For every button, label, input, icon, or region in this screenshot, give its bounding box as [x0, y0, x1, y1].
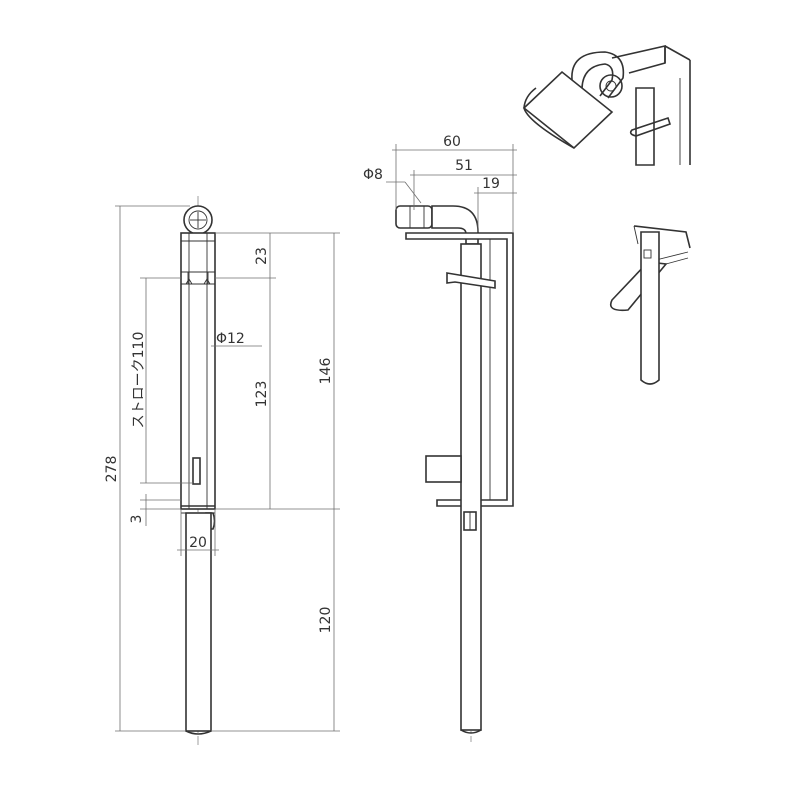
bolt-body — [180, 232, 216, 510]
dim-phi-12: Φ12 — [216, 331, 245, 347]
dim-123: 123 — [254, 381, 270, 408]
ring-top — [183, 205, 213, 235]
catch-block — [425, 455, 462, 483]
dim-146: 146 — [318, 358, 334, 385]
front-dimensions: 278 ストローク110 3 20 Φ12 23 123 146 — [104, 205, 340, 732]
dim-120: 120 — [318, 607, 334, 634]
dim-23: 23 — [254, 247, 270, 265]
stopper-tab — [205, 512, 216, 530]
dim-3: 3 — [129, 515, 145, 524]
dim-phi-8: Φ8 — [363, 167, 383, 183]
dim-stroke-110: ストローク110 — [131, 332, 147, 429]
dim-20: 20 — [189, 535, 207, 551]
side-view — [395, 205, 514, 742]
lever-detail — [609, 225, 691, 385]
handle-slot — [192, 457, 201, 485]
side-dimensions: 60 51 19 Φ8 — [363, 134, 517, 233]
lever-tab — [446, 272, 496, 289]
dim-278: 278 — [104, 456, 120, 483]
dim-19: 19 — [482, 176, 500, 192]
padlock-detail — [522, 44, 691, 166]
front-view — [180, 196, 216, 745]
dim-51: 51 — [455, 158, 473, 174]
bolt-rod — [185, 512, 212, 732]
keeper-slot — [181, 271, 215, 285]
dim-60: 60 — [443, 134, 461, 150]
side-rod — [460, 243, 482, 731]
